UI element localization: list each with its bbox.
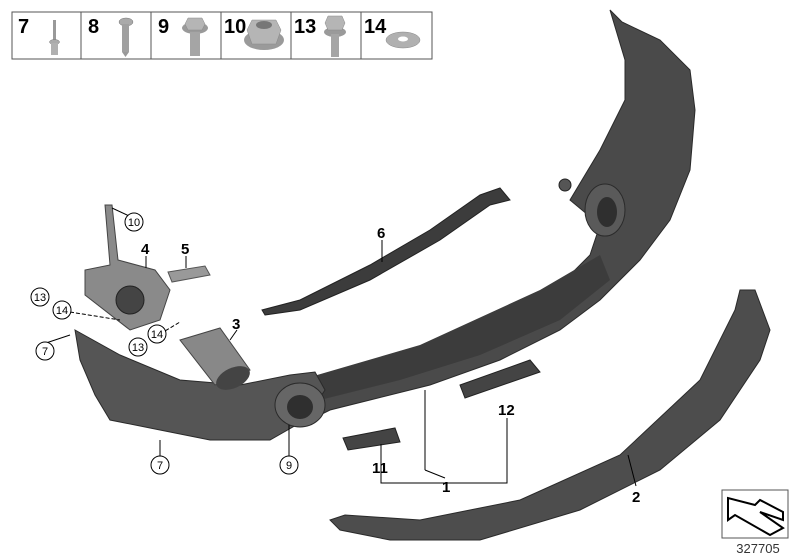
rear-bumper-trim-part-1[interactable] [74,9,696,441]
clip-part-5[interactable] [167,265,211,283]
callout-6: 6 [377,225,385,242]
legend-label-washer: 14 [364,16,387,38]
svg-text:13: 13 [132,342,144,354]
callout-4: 4 [141,241,150,258]
circled-callout-7: 7 [35,341,55,361]
svg-text:13: 13 [34,292,46,304]
diffuser-part-2[interactable] [329,289,771,541]
hardware-legend: 7 8 9 10 13 14 [11,11,433,60]
circled-callout-9: 9 [279,455,299,475]
callout-3: 3 [232,316,240,333]
bracket-part-4[interactable] [84,204,171,331]
reference-number: 327705 [736,541,779,556]
leader-lines [45,207,637,487]
circled-callout-14: 14 [147,324,167,344]
callout-5: 5 [181,241,189,258]
exhaust-tip-part-3[interactable] [179,327,254,395]
hex-nut-icon [244,19,284,50]
svg-text:10: 10 [128,217,140,229]
legend-label-bolt-13: 13 [294,16,316,38]
callout-1: 1 [442,479,450,496]
callout-12: 12 [498,402,515,419]
callout-11: 11 [372,460,388,477]
orientation-arrow-icon [721,489,789,539]
legend-label-nut: 10 [224,16,246,38]
circled-callout-10: 10 [124,212,144,232]
hex-bolt-icon [182,17,208,56]
svg-text:14: 14 [151,329,163,341]
circled-callout-14: 14 [52,300,72,320]
circled-callout-13: 13 [30,287,50,307]
rivet-icon [49,20,60,55]
svg-text:7: 7 [42,346,48,358]
svg-text:14: 14 [56,305,68,317]
legend-label-rivet: 7 [18,16,29,38]
bracket-part-6[interactable] [261,187,511,316]
washer-icon [385,31,421,49]
hex-bolt-icon [324,15,346,57]
svg-text:9: 9 [286,460,292,472]
legend-label-bolt: 9 [158,16,169,38]
legend-label-screw: 8 [88,16,99,38]
circled-callout-13: 13 [128,337,148,357]
callout-2: 2 [632,489,640,506]
pad-part-12[interactable] [459,359,541,399]
circled-callout-7: 7 [150,455,170,475]
screw-icon [118,17,134,57]
svg-text:7: 7 [157,460,163,472]
pad-part-11[interactable] [342,427,401,451]
